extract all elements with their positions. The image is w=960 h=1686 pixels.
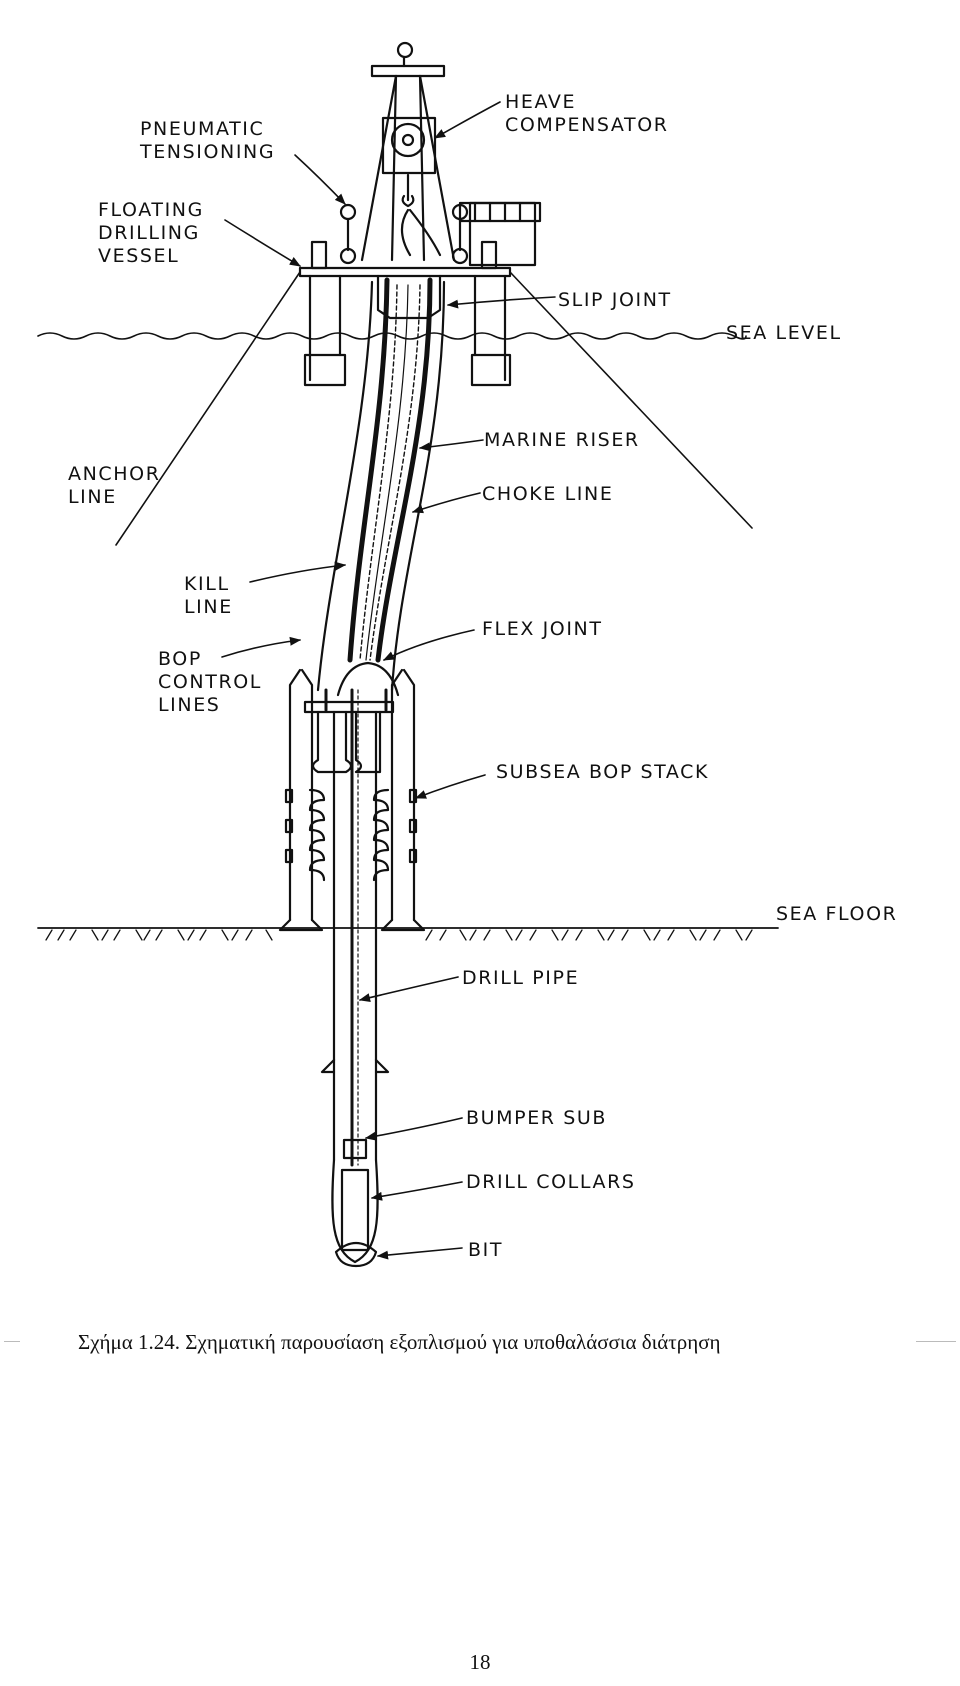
label-bumper-sub: BUMPER SUB	[466, 1107, 607, 1129]
leader-arrows	[221, 101, 556, 1260]
label-floating-drilling-vessel: FLOATING DRILLING VESSEL	[98, 199, 212, 267]
label-flex-joint: FLEX JOINT	[482, 618, 603, 640]
caption-rule-left	[4, 1341, 20, 1342]
label-sea-floor: SEA FLOOR	[776, 903, 897, 925]
label-bop-control-lines: BOP CONTROL LINES	[158, 648, 270, 716]
choke-line	[390, 280, 446, 692]
offshore-drilling-diagram: HEAVE COMPENSATOR PNEUMATIC TENSIONING F…	[37, 41, 897, 1268]
label-drill-collars: DRILL COLLARS	[466, 1171, 636, 1193]
derrick	[360, 41, 456, 262]
slip-joint	[376, 274, 442, 320]
label-sea-level: SEA LEVEL	[726, 322, 842, 344]
kill-line	[316, 280, 374, 692]
label-slip-joint: SLIP JOINT	[558, 289, 672, 311]
pneumatic-tensioners	[310, 203, 498, 270]
label-heave-compensator: HEAVE COMPENSATOR	[505, 91, 669, 136]
sea-floor	[37, 927, 779, 941]
drill-string	[320, 688, 390, 1268]
label-pneumatic-tensioning: PNEUMATIC TENSIONING	[139, 118, 275, 163]
caption-rule-right	[916, 1341, 956, 1342]
figure-caption: Σχήμα 1.24. Σχηματική παρουσίαση εξοπλισ…	[78, 1330, 721, 1354]
heave-compensator	[381, 116, 442, 257]
flex-joint	[336, 661, 400, 697]
sea-level-line	[37, 332, 747, 340]
marine-riser	[347, 277, 433, 663]
anchor-line-left	[115, 271, 301, 546]
anchor-line-right	[509, 271, 753, 529]
label-choke-line: CHOKE LINE	[482, 483, 613, 505]
label-marine-riser: MARINE RISER	[484, 429, 640, 451]
page-number: 18	[469, 1650, 491, 1674]
label-kill-line: KILL LINE	[184, 573, 237, 618]
floating-drilling-vessel	[298, 201, 542, 387]
subsea-bop-stack	[278, 668, 426, 932]
label-bit: BIT	[468, 1239, 503, 1261]
label-anchor-line: ANCHOR LINE	[68, 463, 168, 508]
label-subsea-bop-stack: SUBSEA BOP STACK	[496, 761, 709, 783]
label-drill-pipe: DRILL PIPE	[462, 967, 579, 989]
